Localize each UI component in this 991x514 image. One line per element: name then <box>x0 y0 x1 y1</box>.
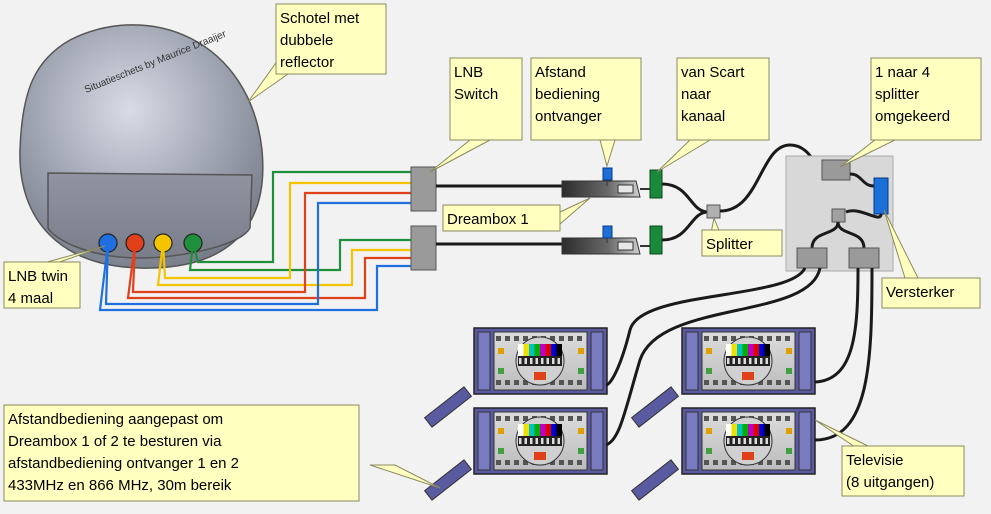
callout-pointers <box>39 59 919 489</box>
scart-modulator-2 <box>649 225 663 255</box>
wire-mod2-splitter <box>661 210 709 242</box>
callout-line: kanaal <box>681 108 725 125</box>
panel-splitter <box>831 208 846 223</box>
callout-box <box>841 445 965 497</box>
callout-box <box>701 229 783 257</box>
callout-schotel: Schotel met dubbele reflector <box>275 3 387 75</box>
callout-line: Versterker <box>886 284 954 301</box>
callout-box <box>275 3 387 75</box>
television-4 <box>681 407 816 475</box>
callout-line: ontvanger <box>535 108 602 125</box>
callout-box <box>676 57 770 141</box>
amplifier <box>873 177 889 215</box>
televisions <box>473 327 816 475</box>
callout-line: bediening <box>535 86 600 103</box>
callout-afstandbediening: Afstandbediening aangepast om Dreambox 1 … <box>3 404 360 502</box>
callout-box <box>530 57 642 141</box>
wire-tv1 <box>605 267 807 387</box>
remote-control-1 <box>423 386 473 428</box>
callout-box <box>870 57 982 141</box>
callout-line: Splitter <box>706 236 753 253</box>
callout-line: splitter <box>875 86 919 103</box>
television-1 <box>473 327 608 395</box>
callout-line: 433MHz en 866 MHz, 30m bereik <box>8 477 232 494</box>
splitter-small <box>706 204 721 219</box>
callout-scart: van Scart naar kanaal <box>676 57 770 141</box>
lnb-switch-1 <box>410 166 437 212</box>
callouts: Schotel metdubbelereflectorLNBSwitchAfst… <box>3 3 982 502</box>
callout-line: Afstandbediening aangepast om <box>8 411 223 428</box>
television-3 <box>681 327 816 395</box>
callout-line: Afstand <box>535 64 586 81</box>
wire-tv3 <box>814 267 860 384</box>
callout-line: reflector <box>280 54 334 71</box>
callout-line: Switch <box>454 86 498 103</box>
callout-line: LNB twin <box>8 268 68 285</box>
wire-mod1-splitter <box>661 182 709 214</box>
callout-line: Dreambox 1 <box>447 211 529 228</box>
callout-line: 4 maal <box>8 290 53 307</box>
callout-line: 1 naar 4 <box>875 64 930 81</box>
dreambox-2 <box>561 225 641 255</box>
remote-control-4 <box>630 459 680 501</box>
satellite-dish: Situatieschets by Maurice Draaijer <box>19 24 264 269</box>
remote-receiver-2 <box>602 225 613 239</box>
callout-box <box>442 204 561 232</box>
dreambox-1 <box>561 167 641 198</box>
callout-line: dubbele <box>280 32 333 49</box>
callout-afstand-ontvanger: Afstand bediening ontvanger <box>530 57 642 141</box>
callout-line: Dreambox 1 of 2 te besturen via <box>8 433 222 450</box>
callout-line: naar <box>681 86 711 103</box>
callout-line: LNB <box>454 64 483 81</box>
wire-tv2 <box>605 267 822 447</box>
callout-box <box>3 261 81 309</box>
callout-dreambox: Dreambox 1 <box>442 204 561 232</box>
callout-box <box>449 57 523 141</box>
callout-box <box>3 404 360 502</box>
callout-splitter: Splitter <box>701 229 783 257</box>
callout-line: omgekeerd <box>875 108 950 125</box>
callout-lnb-twin: LNB twin 4 maal <box>3 261 81 309</box>
callout-box <box>881 277 981 309</box>
scart-modulator-1 <box>649 169 663 199</box>
remote-control-2 <box>423 459 473 501</box>
splitter-left <box>796 247 828 269</box>
callout-splitter-4: 1 naar 4 splitter omgekeerd <box>870 57 982 141</box>
dish-lower-band <box>47 172 253 259</box>
callout-versterker: Versterker <box>881 277 981 309</box>
wire-tv4 <box>814 267 874 442</box>
remote-receiver-1 <box>602 167 613 181</box>
callout-line: afstandbediening ontvanger 1 en 2 <box>8 455 239 472</box>
remote-control-3 <box>630 386 680 428</box>
lnb-coax-wires <box>98 170 412 312</box>
lnb-switch-2 <box>410 225 437 271</box>
callout-lnb-switch: LNB Switch <box>449 57 523 141</box>
callout-line: van Scart <box>681 64 745 81</box>
television-2 <box>473 407 608 475</box>
remote-controls <box>423 386 680 501</box>
callout-line: Schotel met <box>280 10 360 27</box>
callout-line: Televisie <box>846 452 904 469</box>
splitter-right <box>848 247 880 269</box>
callout-televisie: Televisie (8 uitgangen) <box>841 445 965 497</box>
callout-line: (8 uitgangen) <box>846 474 934 491</box>
lnb-twin-heads <box>98 233 203 253</box>
